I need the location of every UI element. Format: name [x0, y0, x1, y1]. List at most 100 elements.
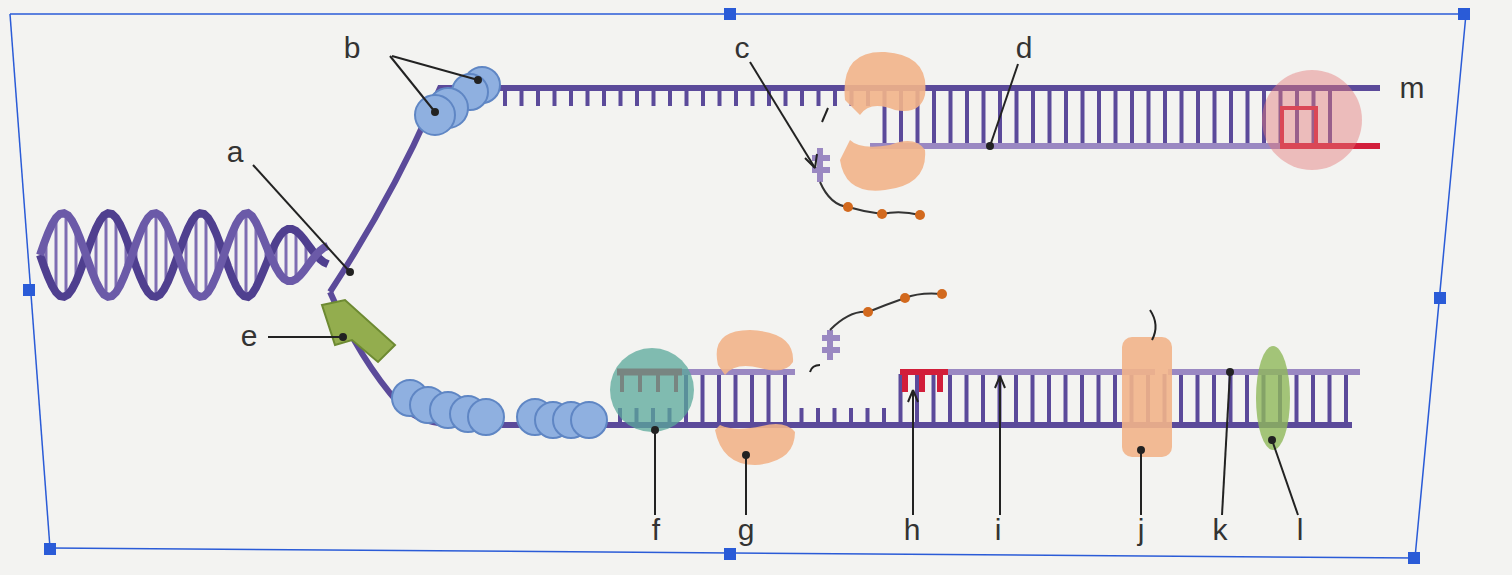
base-pair — [569, 90, 573, 106]
callout-letter: j — [1138, 515, 1145, 545]
base-pair — [833, 408, 837, 424]
callout-letter: a — [227, 137, 244, 167]
base-pair — [1014, 374, 1018, 424]
helix-strand — [40, 213, 328, 297]
base-pair — [1031, 374, 1035, 424]
base-pair — [1180, 90, 1184, 144]
callout-letter: i — [995, 515, 1002, 545]
base-pair — [1015, 90, 1019, 144]
base-pair — [115, 218, 118, 293]
leader-line — [253, 56, 1298, 515]
base-pair — [800, 90, 804, 106]
base-pair — [65, 214, 68, 296]
ssb-protein — [392, 67, 607, 438]
base-pair — [899, 374, 903, 424]
callout-letter: f — [652, 515, 660, 545]
base-pair — [1081, 90, 1085, 144]
leading-template — [330, 88, 1380, 292]
base-pair — [783, 374, 787, 424]
callout-letter: h — [904, 515, 921, 545]
base-pair — [1064, 90, 1068, 144]
base-pair — [751, 90, 755, 106]
callout-letter: m — [1400, 73, 1425, 103]
base-pair — [701, 90, 705, 106]
primase — [610, 348, 694, 432]
base-pair — [1179, 374, 1183, 424]
base-pair — [1031, 90, 1035, 144]
base-pair — [1196, 374, 1200, 424]
callout-letter: c — [735, 33, 750, 63]
base-pair — [1130, 90, 1134, 144]
base-pair — [816, 408, 820, 424]
base-pair — [750, 374, 754, 424]
base-pair — [1113, 374, 1117, 424]
dna-pol-iii — [715, 330, 795, 465]
base-pair — [965, 90, 969, 144]
base-pair — [1246, 90, 1250, 144]
base-pair — [1080, 374, 1084, 424]
base-pair — [982, 90, 986, 144]
base-pair — [652, 90, 656, 106]
base-pair — [503, 90, 507, 106]
base-pair — [849, 408, 853, 424]
arrow — [1150, 310, 1156, 340]
base-pair — [1097, 90, 1101, 144]
ligase — [1256, 346, 1290, 450]
dna-pol-i — [1122, 337, 1172, 457]
base-pair — [553, 90, 557, 106]
base-pair — [800, 408, 804, 424]
base-pair — [586, 90, 590, 106]
base-pair — [1048, 90, 1052, 144]
base-pair — [635, 90, 639, 106]
base-pair — [817, 90, 821, 106]
base-pair — [1344, 374, 1348, 424]
base-pair — [981, 374, 985, 424]
base-pair — [245, 213, 248, 297]
base-pair — [1047, 374, 1051, 424]
base-pair — [602, 90, 606, 106]
base-pair — [520, 90, 524, 106]
base-pair — [1147, 90, 1151, 144]
base-pair — [784, 90, 788, 106]
base-pair — [717, 374, 721, 424]
base-pair — [1213, 90, 1217, 144]
base-pair — [965, 374, 969, 424]
base-pair — [1196, 90, 1200, 144]
base-pair — [1097, 374, 1101, 424]
base-pair — [285, 230, 288, 280]
dna-pol-i — [1262, 70, 1362, 170]
base-pair — [668, 90, 672, 106]
arrow — [822, 108, 828, 122]
callout-letter: e — [241, 321, 258, 351]
callout-letter: g — [738, 515, 755, 545]
base-pair — [833, 90, 837, 106]
base-pair — [536, 90, 540, 106]
base-pair — [1064, 374, 1068, 424]
callout-letter: b — [344, 33, 361, 63]
base-pair — [932, 374, 936, 424]
arrow — [810, 365, 820, 372]
base-pair — [1229, 90, 1233, 144]
base-pair — [734, 90, 738, 106]
base-pair — [619, 90, 623, 106]
parental-helix — [40, 213, 328, 297]
dna-pol-iii — [840, 52, 926, 191]
primer — [900, 372, 948, 392]
base-pair — [295, 231, 298, 279]
base-pair — [1114, 90, 1118, 144]
base-pair — [932, 90, 936, 144]
base-pair — [948, 374, 952, 424]
base-pair — [701, 374, 705, 424]
callout-letter: l — [1297, 515, 1304, 545]
base-pair — [1245, 374, 1249, 424]
nucleotide — [812, 148, 925, 220]
base-pair — [105, 214, 108, 296]
base-pair — [882, 408, 886, 424]
base-pair — [155, 213, 158, 297]
base-pair — [195, 215, 198, 294]
frame-handles — [23, 8, 1470, 564]
base-pair — [55, 218, 58, 293]
base-pair — [205, 215, 208, 294]
base-pair — [949, 90, 953, 144]
